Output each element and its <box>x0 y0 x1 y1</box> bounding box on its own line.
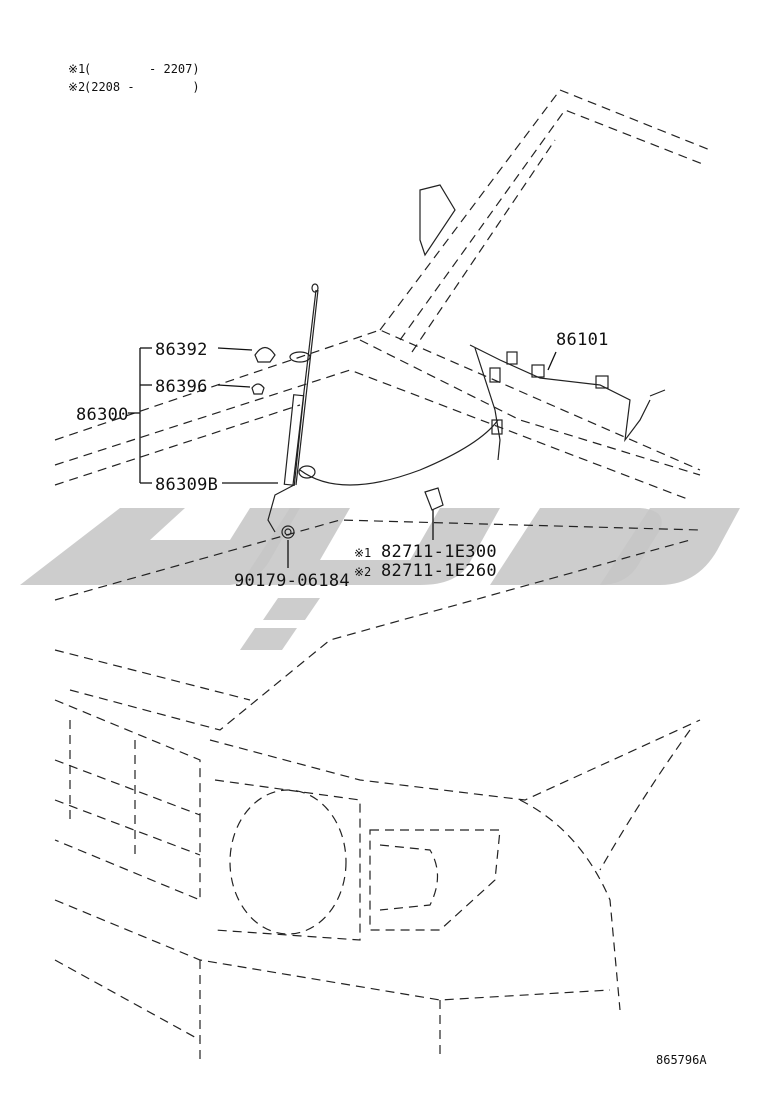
applicability-mark-1: ※1 <box>354 546 371 560</box>
part-label-86300[interactable]: 86300 <box>76 405 129 425</box>
note-2-mark: ※2 <box>68 80 85 94</box>
small-parts <box>251 346 444 539</box>
part-label-82711-1E260[interactable]: 82711-1E260 <box>381 561 497 581</box>
note-2-range: (2208 - ) <box>84 80 200 94</box>
part-label-86396[interactable]: 86396 <box>155 377 208 397</box>
vehicle-outline <box>54 89 711 1060</box>
applicability-mark-2: ※2 <box>354 565 371 579</box>
drawing-code: 865796A <box>656 1053 707 1067</box>
part-label-86101[interactable]: 86101 <box>556 330 609 350</box>
note-1-range: ( - 2207) <box>84 62 200 76</box>
leader-lines <box>128 347 557 568</box>
antenna-assembly <box>267 283 499 533</box>
part-label-90179-06184[interactable]: 90179-06184 <box>234 571 350 591</box>
antenna-cable-86101 <box>469 344 666 461</box>
part-label-86392[interactable]: 86392 <box>155 340 208 360</box>
part-label-86309B[interactable]: 86309B <box>155 475 218 495</box>
part-label-82711-1E300[interactable]: 82711-1E300 <box>381 542 497 562</box>
note-1-mark: ※1 <box>68 62 85 76</box>
